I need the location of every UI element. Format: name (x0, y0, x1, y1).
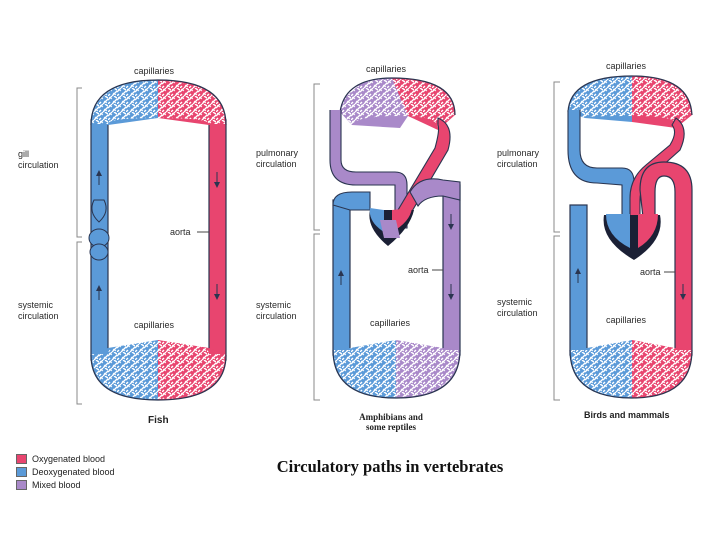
systemic-bracket (313, 233, 320, 401)
fish-flow-arrows (96, 170, 220, 300)
bird-diagram (553, 75, 693, 401)
amph-caption-line1: Amphibians and (359, 412, 423, 422)
figure-title: Circulatory paths in vertebrates (276, 457, 504, 476)
fish-gill-circulation-label: gill circulation (18, 149, 59, 170)
fish-caption: Fish (148, 415, 169, 426)
bird-bottom-capillaries-label: capillaries (606, 315, 647, 325)
legend-swatch (16, 479, 27, 490)
amph-bottom-capillaries-label: capillaries (370, 318, 411, 328)
legend-swatch (16, 453, 27, 464)
amph-caption-line2: some reptiles (365, 422, 417, 432)
pulmonary-bracket (553, 81, 560, 233)
bird-systemic-circulation-label: systemic circulation (497, 297, 538, 318)
fish-bottom-capillary-mesh (92, 341, 225, 399)
bird-heart (603, 214, 661, 260)
fish-bottom-capillaries-label: capillaries (134, 320, 175, 330)
legend-label: Deoxygenated blood (32, 466, 115, 477)
bird-flow-arrows (575, 268, 686, 300)
systemic-bracket (553, 235, 560, 401)
bird-aorta-vessel (639, 161, 693, 356)
amph-flow-arrows (338, 214, 454, 300)
bird-caption: Birds and mammals (584, 410, 670, 420)
amph-pulmonary-circulation-label: pulmonary circulation (256, 148, 299, 169)
legend-swatch (16, 466, 27, 477)
legend-item-deoxygenated: Deoxygenated blood (16, 465, 115, 478)
fish-diagram (76, 79, 227, 405)
bird-aorta-label: aorta (640, 267, 661, 277)
bird-top-capillaries-label: capillaries (606, 61, 647, 71)
fish-heart (88, 199, 110, 261)
amphibian-diagram (313, 77, 461, 401)
fish-top-capillaries-label: capillaries (134, 66, 175, 76)
amph-heart (369, 208, 414, 246)
fish-aorta-label: aorta (170, 227, 191, 237)
fish-right-vessel (208, 119, 227, 361)
legend-label: Oxygenated blood (32, 453, 106, 464)
amph-top-capillaries-label: capillaries (366, 64, 407, 74)
amph-aorta-label: aorta (408, 265, 429, 275)
legend: Oxygenated blood Deoxygenated blood Mixe… (16, 452, 115, 491)
bird-pulmonary-circulation-label: pulmonary circulation (497, 148, 540, 169)
amph-systemic-circulation-label: systemic circulation (256, 300, 297, 321)
legend-label: Mixed blood (32, 479, 81, 490)
legend-item-mixed: Mixed blood (16, 478, 115, 491)
gill-bracket (76, 87, 82, 238)
amph-pulmonary-vein (397, 117, 451, 219)
systemic-bracket (76, 241, 82, 405)
legend-item-oxygenated: Oxygenated blood (16, 452, 115, 465)
amph-aorta-vessel (442, 184, 461, 356)
fish-top-capillary-mesh (92, 81, 225, 124)
bird-pulmonary-artery (567, 110, 635, 237)
pulmonary-bracket (313, 83, 320, 231)
fish-systemic-circulation-label: systemic circulation (18, 300, 59, 321)
